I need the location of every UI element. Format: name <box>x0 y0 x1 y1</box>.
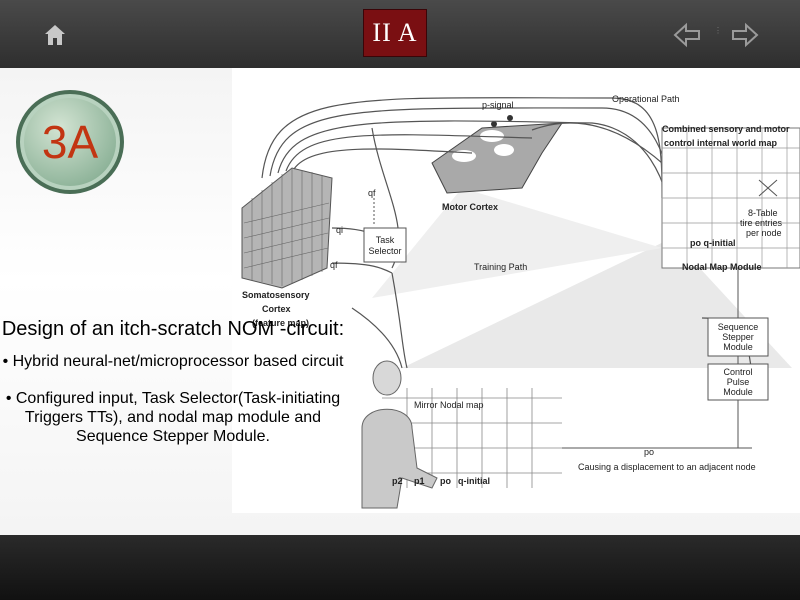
svg-text:p-signal: p-signal <box>482 100 514 110</box>
task-selector-box <box>364 228 406 262</box>
home-icon[interactable] <box>42 22 68 48</box>
svg-text:Selector: Selector <box>368 246 401 256</box>
slide-text: Design of an itch-scratch NOM -circuit: … <box>0 316 346 464</box>
svg-text:Causing a displacement to an a: Causing a displacement to an adjacent no… <box>578 462 756 472</box>
svg-text:per node: per node <box>746 228 782 238</box>
svg-text:p2: p2 <box>392 476 403 486</box>
bottom-bar <box>0 535 800 600</box>
svg-text:Module: Module <box>723 342 753 352</box>
section-badge: 3A <box>16 90 124 194</box>
svg-text:tire entries: tire entries <box>740 218 783 228</box>
svg-text:Motor Cortex: Motor Cortex <box>442 202 498 212</box>
svg-text:po q-initial: po q-initial <box>690 238 736 248</box>
svg-text:Operational Path: Operational Path <box>612 94 680 104</box>
arrow-left-icon[interactable] <box>672 21 702 49</box>
bullet-item: • Hybrid neural-net/microprocessor based… <box>0 352 346 371</box>
svg-text:q-initial: q-initial <box>458 476 490 486</box>
svg-text:po: po <box>440 476 451 486</box>
slide-title: II A <box>363 9 427 57</box>
nav-separator-icon: ⋮ <box>714 26 722 36</box>
svg-text:qi: qi <box>336 225 343 235</box>
svg-text:control internal world map: control internal world map <box>664 138 778 148</box>
svg-text:Task: Task <box>376 235 395 245</box>
svg-text:Module: Module <box>723 387 753 397</box>
svg-text:Combined sensory and motor: Combined sensory and motor <box>662 124 790 134</box>
svg-text:Mirror Nodal map: Mirror Nodal map <box>414 400 484 410</box>
svg-text:Control: Control <box>723 367 752 377</box>
svg-text:Nodal Map Module: Nodal Map Module <box>682 262 762 272</box>
svg-text:qf: qf <box>368 188 376 198</box>
svg-text:p1: p1 <box>414 476 425 486</box>
top-bar: II A ⋮ <box>0 0 800 68</box>
svg-text:Pulse: Pulse <box>727 377 750 387</box>
slide-heading: Design of an itch-scratch NOM -circuit: <box>0 316 346 342</box>
svg-text:Training Path: Training Path <box>474 262 527 272</box>
svg-text:8-Table: 8-Table <box>748 208 778 218</box>
bullet-item: • Configured input, Task Selector(Task-i… <box>0 389 346 446</box>
svg-text:Stepper: Stepper <box>722 332 754 342</box>
svg-text:Sequence: Sequence <box>718 322 759 332</box>
svg-text:Somatosensory: Somatosensory <box>242 290 310 300</box>
svg-text:Cortex: Cortex <box>262 304 291 314</box>
svg-text:po: po <box>644 447 654 457</box>
arrow-right-icon[interactable] <box>730 21 760 49</box>
somatosensory-cortex <box>242 168 332 288</box>
svg-text:qf: qf <box>330 260 338 270</box>
